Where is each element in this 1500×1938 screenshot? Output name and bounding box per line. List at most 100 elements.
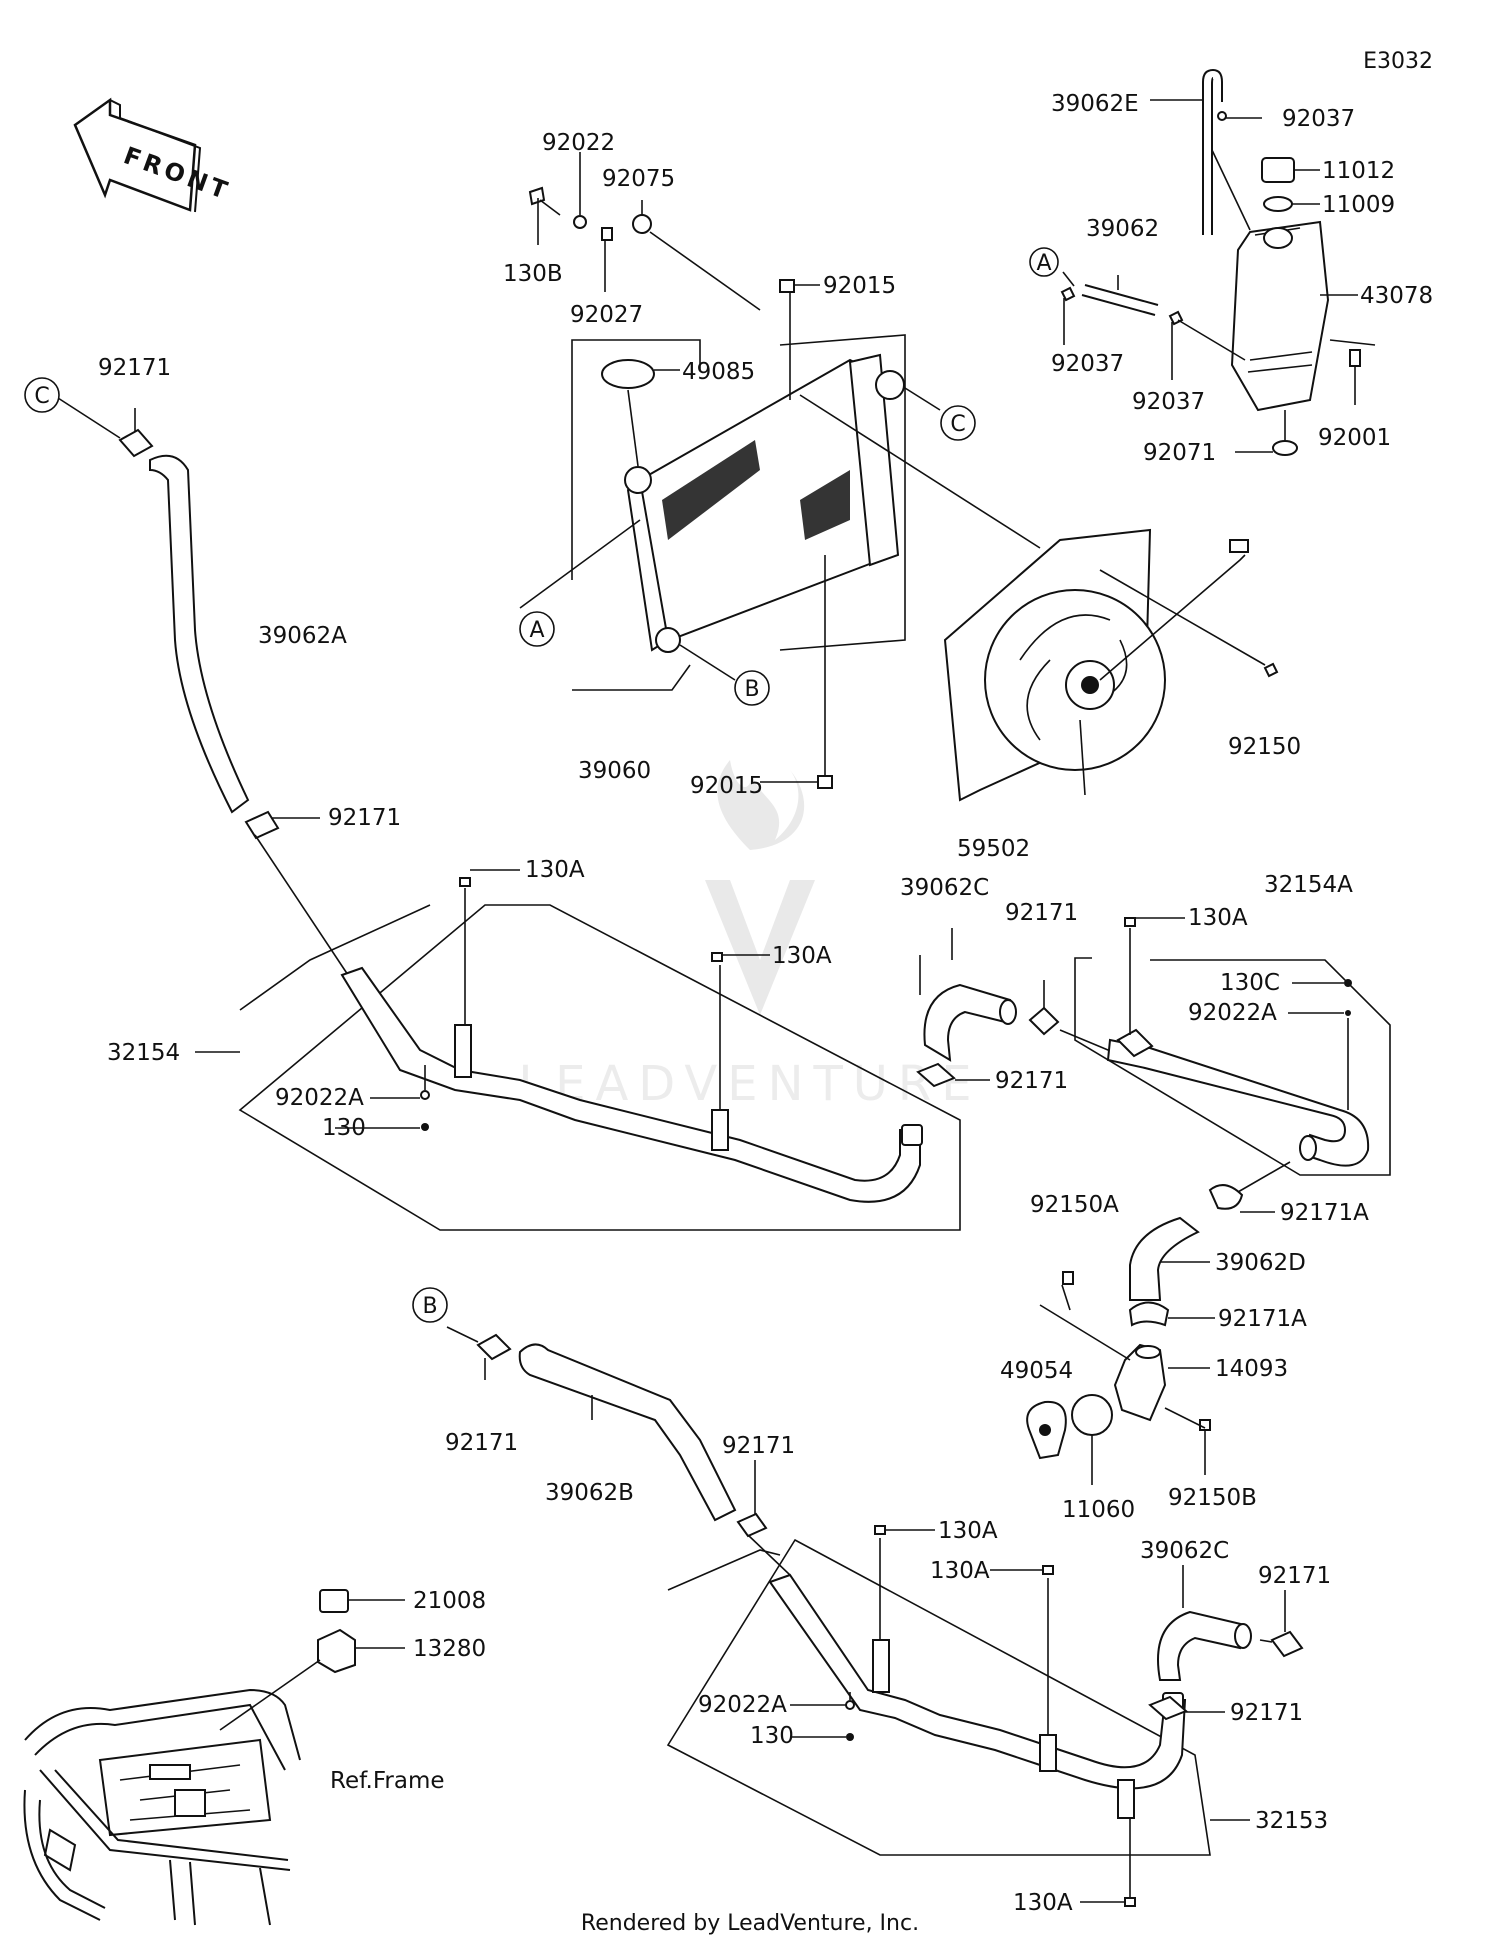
- fan-group: [943, 528, 1279, 802]
- label-92037-top: 92037: [1282, 106, 1355, 132]
- label-92037-mid: 92037: [1132, 389, 1205, 415]
- hose-clamp-f-icon: [1270, 1630, 1304, 1658]
- label-92171-d: 92171: [995, 1068, 1068, 1094]
- label-39062c-top: 39062C: [900, 875, 989, 901]
- label-92022: 92022: [542, 130, 615, 156]
- gasket-icon: [1071, 1394, 1113, 1436]
- hose-clamp-b-icon: [476, 1333, 512, 1361]
- label-130b: 130B: [503, 261, 563, 287]
- overflow-hose-icon: [1202, 68, 1223, 235]
- label-59502: 59502: [957, 836, 1030, 862]
- fan-connector-icon: [1229, 539, 1249, 553]
- label-92171-c: 92171: [98, 355, 171, 381]
- label-92037-left: 92037: [1051, 351, 1124, 377]
- label-21008: 21008: [413, 1588, 486, 1614]
- label-92001: 92001: [1318, 425, 1391, 451]
- label-39062b: 39062B: [545, 1480, 634, 1506]
- front-arrow-icon: FRONT: [73, 97, 235, 213]
- label-11009: 11009: [1322, 192, 1395, 218]
- pipe-32153-icon: [768, 1573, 1187, 1790]
- hose-clamp-e-icon: [736, 1512, 768, 1538]
- label-92022a-b: 92022A: [698, 1692, 787, 1718]
- callout-a-left: A: [1029, 247, 1059, 277]
- hose-39062c-bot-group: [1148, 1565, 1304, 1721]
- hose-39062d-icon: [1129, 1216, 1200, 1301]
- hose-clamp-92171a-icon: [1208, 1184, 1244, 1210]
- watermark-v-icon: [705, 880, 815, 1015]
- hose-39062b-group: [446, 1326, 791, 1576]
- label-92171-g: 92171: [1230, 1700, 1303, 1726]
- hose-39062c-bot-icon: [1157, 1610, 1247, 1681]
- label-32154: 32154: [107, 1040, 180, 1066]
- label-92150: 92150: [1228, 734, 1301, 760]
- label-92015-top: 92015: [823, 273, 896, 299]
- label-92171-b: 92171: [445, 1430, 518, 1456]
- hose-clamp-top-icon: [1028, 1006, 1060, 1036]
- label-92071: 92071: [1143, 440, 1216, 466]
- radiator-cap-icon: [601, 359, 655, 389]
- label-39062e: 39062E: [1051, 91, 1139, 117]
- label-43078: 43078: [1360, 283, 1433, 309]
- label-130a-5: 130A: [930, 1558, 990, 1584]
- pipe-32154-group: [195, 869, 961, 1231]
- label-39062c-bot: 39062C: [1140, 1538, 1229, 1564]
- label-92027: 92027: [570, 302, 643, 328]
- label-92022a-r: 92022A: [1188, 1000, 1277, 1026]
- label-92171-c2: 92171: [1005, 900, 1078, 926]
- pipe-32153-group: [666, 1525, 1250, 1907]
- label-39062d: 39062D: [1215, 1250, 1306, 1276]
- callout-b-radiator: B: [734, 670, 770, 706]
- hose-clamp-a-icon: [244, 810, 280, 840]
- reservoir-cap-icon: [1261, 157, 1295, 183]
- hose-39062c-top-group: [916, 928, 1121, 1088]
- callout-a-radiator: A: [519, 611, 555, 647]
- reservoir-group: [1060, 68, 1376, 456]
- label-39062: 39062: [1086, 216, 1159, 242]
- label-130a-3: 130A: [1188, 905, 1248, 931]
- hose-clamp-c-icon: [118, 428, 154, 458]
- label-92171-e: 92171: [722, 1433, 795, 1459]
- hose-39062a-group: [57, 397, 349, 976]
- callout-b-lower: B: [412, 1287, 448, 1323]
- label-92171-f: 92171: [1258, 1563, 1331, 1589]
- label-130a-4: 130A: [938, 1518, 998, 1544]
- filler-neck-icon: [624, 466, 652, 494]
- label-32153: 32153: [1255, 1808, 1328, 1834]
- label-92015-bot: 92015: [690, 773, 763, 799]
- label-49085: 49085: [682, 359, 755, 385]
- radiator-group: [519, 152, 1041, 789]
- reservoir-tank-icon: [1230, 220, 1330, 412]
- label-130c: 130C: [1220, 970, 1280, 996]
- label-11012: 11012: [1322, 158, 1395, 184]
- reservoir-hose-icon: [1081, 284, 1159, 316]
- svg-text:A: A: [529, 618, 544, 643]
- label-92171-a: 92171: [328, 805, 401, 831]
- diagram-code: E3032: [1363, 49, 1433, 74]
- pipe-32154a-group: [1074, 917, 1391, 1213]
- label-39060: 39060: [578, 758, 651, 784]
- svg-text:B: B: [422, 1294, 437, 1319]
- callout-c-right: C: [940, 405, 976, 441]
- hose-clamp-g-icon: [1148, 1695, 1188, 1721]
- label-92150a: 92150A: [1030, 1192, 1119, 1218]
- label-49054: 49054: [1000, 1358, 1073, 1384]
- label-92171a-2: 92171A: [1218, 1306, 1307, 1332]
- label-130-l: 130: [322, 1115, 366, 1141]
- label-11060: 11060: [1062, 1497, 1135, 1523]
- label-14093: 14093: [1215, 1356, 1288, 1382]
- callout-c-left: C: [24, 377, 60, 413]
- watermark-flame-icon: [717, 760, 805, 850]
- label-39062a: 39062A: [258, 623, 347, 649]
- watermark: LEADVENTURE: [518, 760, 972, 1112]
- label-92075: 92075: [602, 166, 675, 192]
- thermostat-group: [1026, 1216, 1215, 1485]
- pipe-32154a-icon: [1106, 1038, 1370, 1167]
- clip-icon: [779, 279, 795, 293]
- label-ref-frame: Ref.Frame: [330, 1768, 445, 1794]
- label-92150b: 92150B: [1168, 1485, 1257, 1511]
- svg-text:B: B: [744, 677, 759, 702]
- label-130a-1: 130A: [525, 857, 585, 883]
- label-130a-6: 130A: [1013, 1890, 1073, 1916]
- svg-text:C: C: [950, 412, 965, 437]
